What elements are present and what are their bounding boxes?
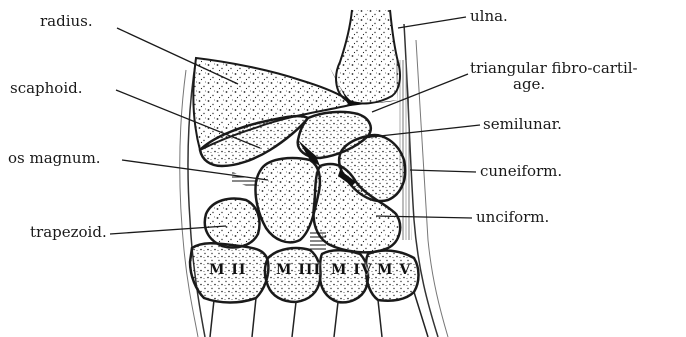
label-tfc-line1: triangular fibro-cartil-: [470, 59, 638, 77]
os-magnum-bone: [255, 158, 319, 242]
metacarpal-label-v: M V: [377, 263, 411, 277]
label-ulna: ulna.: [470, 9, 508, 24]
label-os-magnum: os magnum.: [8, 151, 101, 166]
metacarpal-label-ii: M II: [209, 263, 246, 277]
ulna-bone: [336, 10, 400, 103]
label-radius: radius.: [40, 14, 93, 29]
label-scaphoid: scaphoid.: [10, 81, 83, 96]
label-unciform: unciform.: [476, 210, 549, 225]
leader-radius: [117, 28, 238, 84]
label-trapezoid: trapezoid.: [30, 225, 107, 240]
soft-tissue-right-inner: [416, 40, 448, 337]
label-triangular-fibro-cartilage: triangular fibro-cartil- age.: [470, 60, 684, 92]
metacarpal-label-iii: M III: [276, 263, 321, 277]
leader-cuneiform: [410, 170, 476, 172]
label-cuneiform: cuneiform.: [480, 164, 562, 179]
label-tfc-line2: age.: [470, 76, 684, 92]
carpometacarpal-joint-hatch: [310, 230, 326, 250]
trapezoid-bone: [205, 199, 260, 248]
leader-ulna: [398, 17, 466, 28]
metacarpal-label-iv: M IV: [331, 263, 373, 277]
label-semilunar: semilunar.: [483, 117, 562, 132]
joint-gap-left: [232, 172, 258, 188]
